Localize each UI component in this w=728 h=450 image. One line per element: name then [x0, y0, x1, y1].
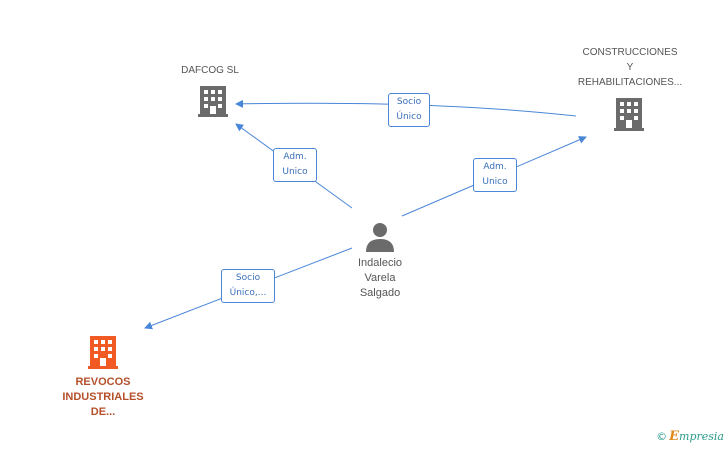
- node-label-line: INDUSTRIALES: [62, 391, 144, 403]
- node-label-line: Y: [626, 62, 634, 73]
- edge-label-person-revocos[interactable]: Socio Único,...: [221, 269, 275, 303]
- node-label-construcciones[interactable]: CONSTRUCCIONES Y REHABILITACIONES...: [565, 45, 695, 90]
- node-label-line: DAFCOG SL: [181, 65, 239, 76]
- edge-label-line: Unico: [482, 177, 508, 187]
- empresia-brand[interactable]: ©Empresia: [656, 429, 724, 444]
- node-label-person[interactable]: Indalecio Varela Salgado: [335, 256, 425, 301]
- edge-label-line: Socio: [235, 273, 261, 283]
- person-icon[interactable]: [366, 223, 394, 252]
- copyright-icon: ©: [656, 430, 668, 443]
- edge-label-person-dafcog[interactable]: Adm. Unico: [273, 148, 317, 182]
- node-label-line: REVOCOS: [75, 376, 131, 388]
- edge-label-person-construcciones[interactable]: Adm. Unico: [473, 158, 517, 192]
- node-label-line: Indalecio: [357, 257, 403, 269]
- edge-label-line: Adm.: [483, 162, 507, 172]
- edge-label-line: Único: [396, 112, 422, 122]
- node-label-dafcog[interactable]: DAFCOG SL: [160, 63, 260, 78]
- edge-label-line: Unico: [282, 167, 308, 177]
- node-label-line: Salgado: [359, 287, 401, 299]
- edge-label-line: Único,...: [229, 288, 267, 298]
- building-icon[interactable]: [88, 336, 118, 369]
- edge-label-construcciones-dafcog[interactable]: Socio Único: [388, 93, 430, 127]
- brand-name: mpresia: [679, 430, 724, 443]
- node-label-line: Varela: [364, 272, 396, 284]
- brand-initial: E: [669, 429, 680, 444]
- node-label-revocos[interactable]: REVOCOS INDUSTRIALES DE...: [48, 375, 158, 420]
- node-label-line: DE...: [90, 406, 116, 418]
- node-label-line: CONSTRUCCIONES: [582, 47, 678, 58]
- edge-label-line: Socio: [396, 97, 422, 107]
- node-label-line: REHABILITACIONES...: [577, 77, 683, 88]
- building-icon[interactable]: [614, 98, 644, 131]
- building-icon[interactable]: [198, 86, 228, 117]
- edge-label-line: Adm.: [283, 152, 307, 162]
